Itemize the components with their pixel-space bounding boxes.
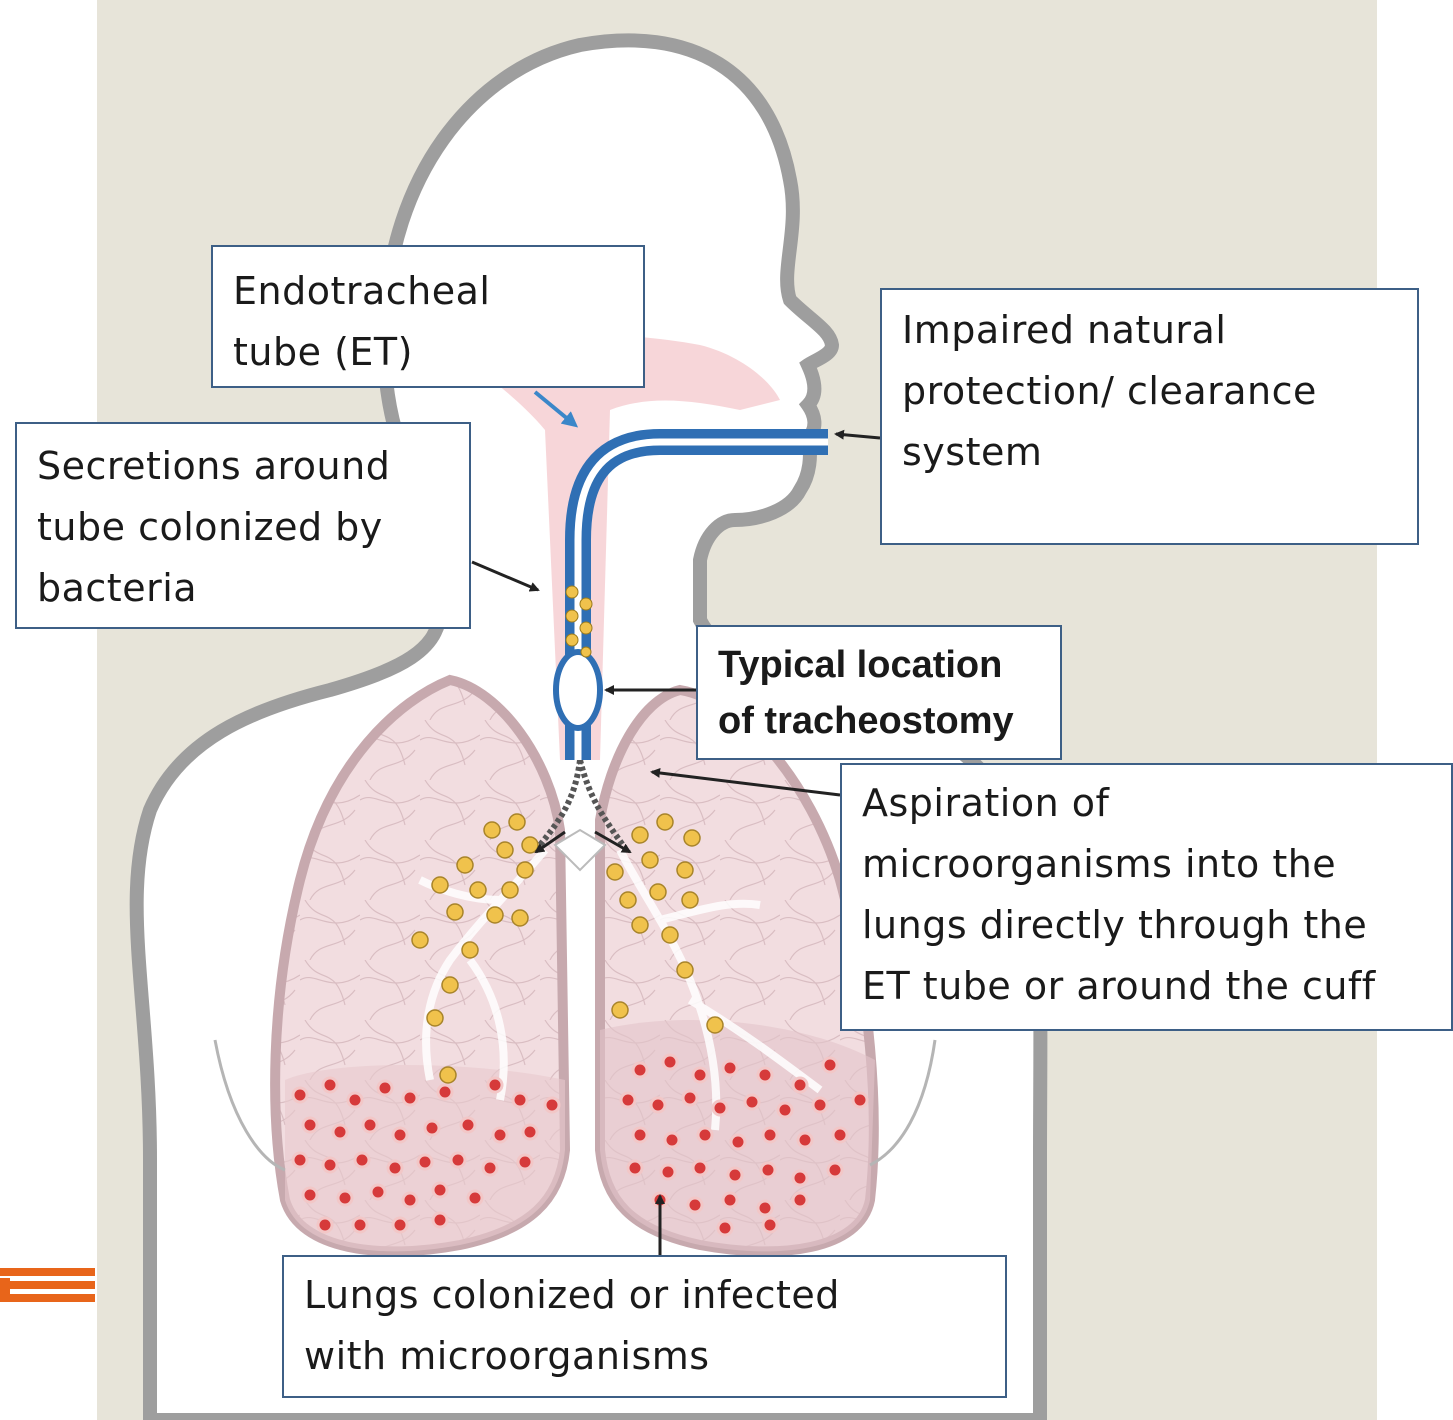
label-line: lungs directly through the [862, 895, 1431, 956]
label-line: with microorganisms [304, 1326, 985, 1387]
label-line: bacteria [37, 558, 449, 619]
label-line: system [902, 422, 1397, 483]
label-line: microorganisms into the [862, 834, 1431, 895]
label-line: Aspiration of [862, 773, 1431, 834]
label-endotracheal-tube: Endotracheal tube (ET) [211, 245, 645, 388]
label-line: tube colonized by [37, 497, 449, 558]
label-line: Impaired natural [902, 300, 1397, 361]
label-secretions: Secretions around tube colonized by bact… [15, 422, 471, 629]
label-impaired-protection: Impaired natural protection/ clearance s… [880, 288, 1419, 545]
label-line: Typical location [718, 637, 1040, 693]
label-lungs-colonized: Lungs colonized or infected with microor… [282, 1255, 1007, 1398]
label-line: protection/ clearance [902, 361, 1397, 422]
orange-stripes-logo [0, 1268, 95, 1302]
tube-cuff [556, 652, 600, 728]
label-line: of tracheostomy [718, 693, 1040, 749]
label-line: Lungs colonized or infected [304, 1265, 985, 1326]
label-line: tube (ET) [233, 322, 623, 383]
label-line: Endotracheal [233, 261, 623, 322]
label-line: ET tube or around the cuff [862, 956, 1431, 1017]
label-tracheostomy: Typical location of tracheostomy [696, 625, 1062, 760]
label-line: Secretions around [37, 436, 449, 497]
label-aspiration: Aspiration of microorganisms into the lu… [840, 763, 1453, 1031]
